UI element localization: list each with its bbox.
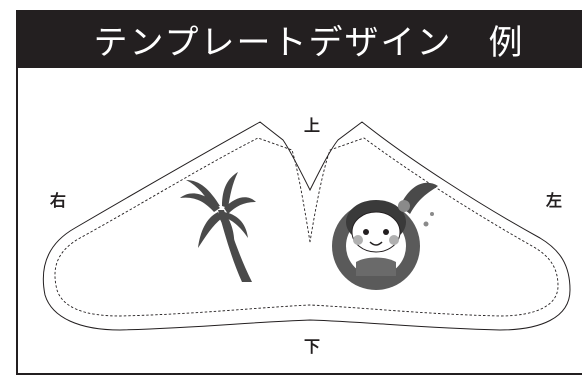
girl-swim-ring-icon bbox=[332, 182, 438, 290]
palm-tree-icon bbox=[180, 172, 256, 282]
inner-fold-line bbox=[54, 137, 559, 317]
outer-cut-line bbox=[42, 121, 571, 331]
label-bottom: 下 bbox=[304, 337, 321, 356]
label-top: 上 bbox=[304, 116, 321, 135]
page-title: テンプレートデザイン 例 bbox=[93, 22, 525, 63]
page-header: テンプレートデザイン 例 bbox=[16, 10, 582, 68]
label-left: 右 bbox=[50, 191, 67, 210]
label-right: 左 bbox=[546, 191, 563, 210]
template-frame bbox=[16, 10, 582, 375]
